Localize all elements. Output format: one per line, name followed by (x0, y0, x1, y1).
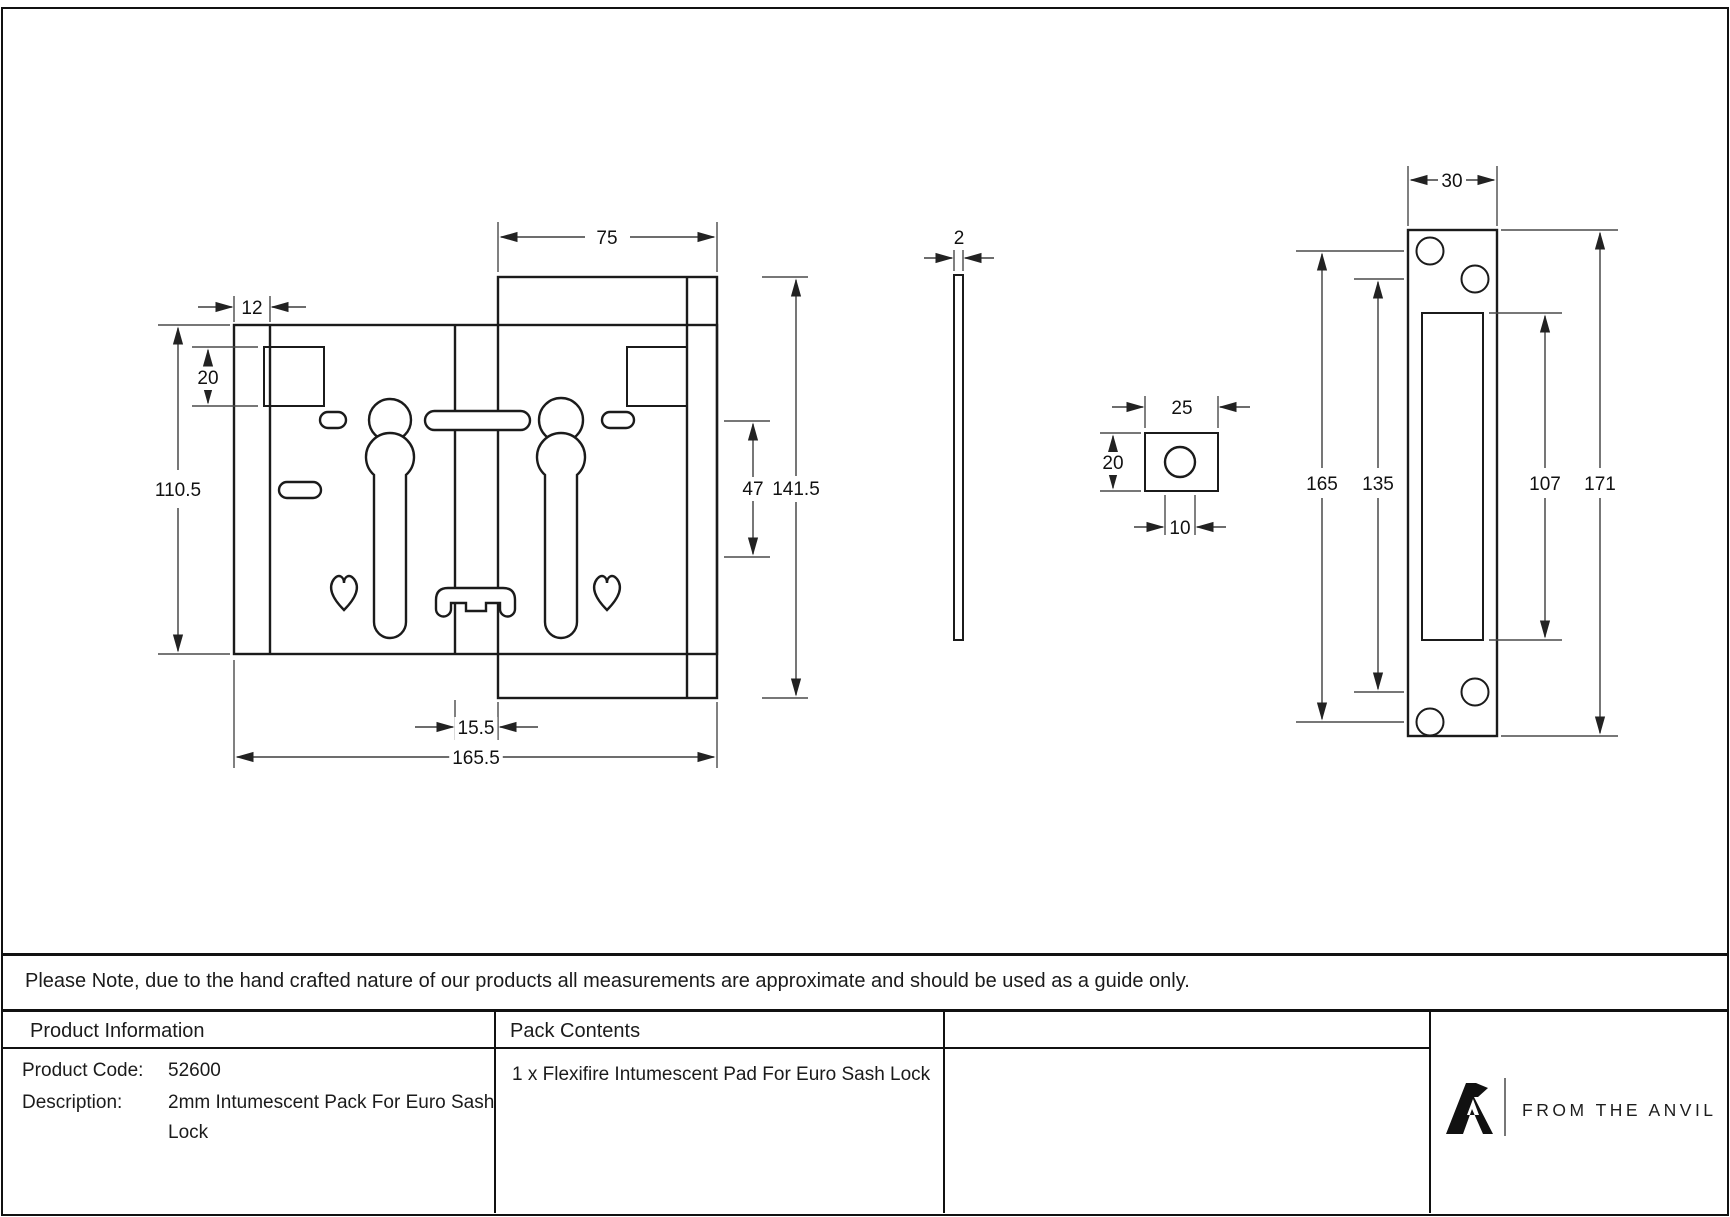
packer-dimensions: 25 20 10 (1099, 396, 1250, 540)
pack-contents-value: 1 x Flexifire Intumescent Pad For Euro S… (512, 1064, 931, 1085)
table-column-border-3 (1429, 1009, 1431, 1213)
heart-cutout-right (592, 574, 622, 612)
measurements-note: Please Note, due to the hand crafted nat… (25, 970, 1190, 992)
front-dimensions: 75 12 20 110.5 47 14 (151, 222, 823, 770)
dimension-label: 20 (197, 368, 218, 389)
screw-slot-right (600, 410, 636, 430)
dimension-label: 110.5 (155, 480, 201, 501)
packer-hole (1163, 445, 1197, 479)
square-cutout-right (626, 346, 688, 407)
product-code-value: 52600 (168, 1060, 221, 1081)
dimension-label: 10 (1169, 518, 1190, 539)
dimension-label: 30 (1441, 171, 1462, 192)
euro-cylinder-cutout-right (535, 431, 587, 640)
description-label: Description: (22, 1092, 123, 1113)
pad-edge-outline (953, 274, 964, 641)
screw-slot-left (318, 410, 348, 430)
fixing-hole-top-left (1415, 236, 1445, 266)
page-border (1, 7, 1729, 1216)
dimension-label: 47 (742, 479, 763, 500)
packer-view: 25 20 10 (1099, 396, 1250, 540)
heart-cutout-left (329, 574, 359, 612)
strike-plate-cutout (1421, 312, 1484, 641)
brand-name: FROM THE ANVIL (1522, 1100, 1717, 1120)
fixing-hole-bottom-left (1415, 707, 1445, 737)
dimension-label: 141.5 (772, 479, 820, 500)
fixing-hole-top-right (1460, 264, 1490, 294)
table-column-border-2 (943, 1009, 945, 1213)
strike-plate-outline (1406, 228, 1499, 738)
mid-slot-left (277, 480, 323, 500)
dimension-label: 20 (1102, 453, 1123, 474)
pad-body-outline (232, 323, 719, 656)
table-header-bottom-border (1, 1047, 1429, 1049)
fixing-hole-bottom-right (1460, 677, 1490, 707)
packer-outline (1144, 432, 1219, 492)
dimension-label: 107 (1529, 474, 1561, 495)
note-row-top-border (1, 953, 1728, 956)
square-cutout-left (263, 346, 325, 407)
dimension-label: 15.5 (458, 718, 495, 739)
logo-divider (1504, 1078, 1506, 1136)
anvil-monogram-icon (1446, 1083, 1493, 1134)
strike-plate-view: 30 165 135 107 171 (1296, 166, 1619, 738)
product-code-label: Product Code: (22, 1060, 144, 1081)
dimension-label: 75 (596, 228, 617, 249)
side-view: 2 (924, 227, 994, 641)
strike-dimensions: 30 165 135 107 171 (1296, 166, 1619, 737)
euro-cylinder-cutout-left (364, 431, 416, 640)
pack-contents-header: Pack Contents (510, 1020, 641, 1042)
dimension-label: 25 (1171, 398, 1192, 419)
forend-flap-outline (496, 275, 719, 700)
description-value: 2mm Intumescent Pack For Euro Sash Lock (168, 1092, 495, 1143)
table-top-border (1, 1009, 1728, 1012)
dimension-label: 171 (1584, 474, 1616, 495)
bracket-cutout (434, 586, 517, 618)
product-information-header: Product Information (30, 1020, 205, 1042)
dimension-label: 135 (1362, 474, 1394, 495)
side-dimensions: 2 (924, 227, 994, 271)
technical-drawing: 75 12 20 110.5 47 14 (151, 166, 1619, 770)
front-view: 75 12 20 110.5 47 14 (151, 222, 823, 770)
dimension-label: 12 (241, 298, 262, 319)
dimension-label: 165.5 (452, 748, 500, 769)
dimension-label: 2 (954, 228, 965, 249)
handle-slot (423, 409, 532, 432)
table-column-border-1 (494, 1009, 496, 1213)
dimension-label: 165 (1306, 474, 1338, 495)
